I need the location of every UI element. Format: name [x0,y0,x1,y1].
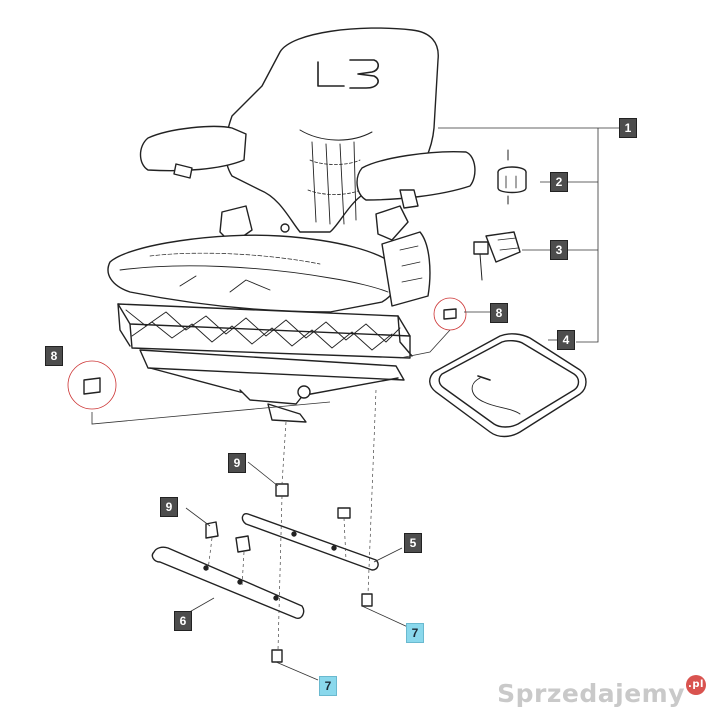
callout-7-bottom: 7 [319,676,337,696]
callout-4: 4 [557,330,575,350]
part-rail-plate-6 [151,546,305,619]
callout-8-left: 8 [45,346,63,366]
callout-8-right: 8 [490,303,508,323]
part-screw [271,593,373,663]
part-bolt [205,483,351,553]
left-armrest [139,125,247,179]
callout-9-left: 9 [160,497,178,517]
right-armrest [356,150,476,209]
callout-7-right: 7 [406,623,424,643]
watermark: Sprzedajemy.pl [497,675,706,708]
watermark-badge: .pl [686,675,706,695]
part-valve [473,231,521,281]
part-rail-plate-5 [241,512,379,571]
watermark-text: Sprzedajemy [497,679,685,708]
callout-3: 3 [550,240,568,260]
callout-1: 1 [619,118,637,138]
part-knob [497,149,527,205]
part-frame [429,333,587,438]
callout-2: 2 [550,172,568,192]
suspension-frame [117,303,413,423]
assembly-lines [207,389,377,651]
part-nut [67,297,467,410]
callout-9-top: 9 [228,453,246,473]
seat-cushion [107,231,431,313]
callout-5: 5 [404,533,422,553]
callout-6: 6 [174,611,192,631]
